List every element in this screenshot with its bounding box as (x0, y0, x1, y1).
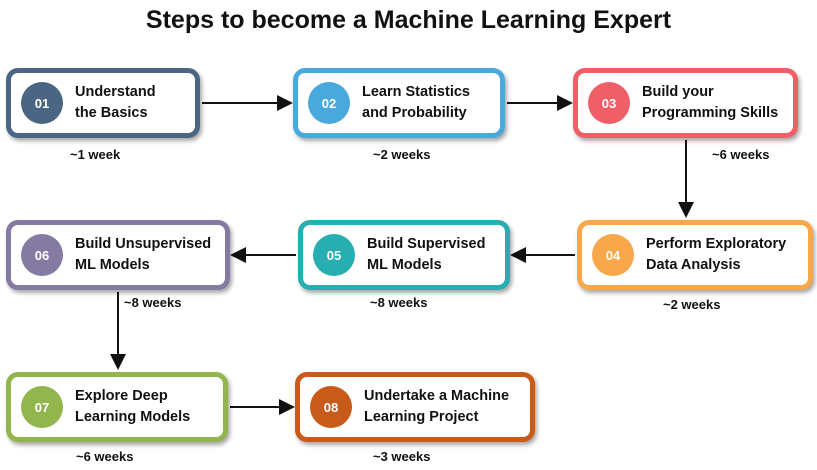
step-number-badge: 06 (21, 234, 63, 276)
step-label-line1: Build Supervised (367, 236, 486, 252)
step-label: Learn Statistics and Probability (362, 82, 470, 124)
step-number-badge: 03 (588, 82, 630, 124)
step-box-06: 06 Build Unsupervised ML Models (6, 220, 230, 290)
step-duration: ~2 weeks (663, 297, 721, 312)
step-label-line2: Data Analysis (646, 257, 741, 273)
step-label: Build Supervised ML Models (367, 234, 485, 276)
step-duration: ~1 week (70, 147, 121, 162)
step-duration: ~3 weeks (373, 449, 431, 464)
step-duration: ~8 weeks (370, 295, 428, 310)
step-number-badge: 05 (313, 234, 355, 276)
diagram-title: Steps to become a Machine Learning Exper… (145, 6, 672, 34)
step-label-line2: the Basics (75, 105, 148, 121)
step-duration: ~6 weeks (712, 147, 770, 162)
step-label-line2: ML Models (75, 257, 150, 273)
step-label: Build Unsupervised ML Models (75, 234, 211, 276)
step-number-badge: 01 (21, 82, 63, 124)
step-label-line2: and Probability (362, 105, 467, 121)
step-label-line1: Build your (642, 84, 714, 100)
step-box-05: 05 Build Supervised ML Models (298, 220, 510, 290)
step-duration: ~8 weeks (124, 295, 182, 310)
step-number-badge: 04 (592, 234, 634, 276)
step-label-line2: Learning Models (75, 409, 191, 425)
step-number-badge: 02 (308, 82, 350, 124)
step-label-line1: Undertake a Machine (364, 388, 510, 404)
step-label-line1: Perform Exploratory (646, 236, 787, 252)
step-label-line1: Build Unsupervised (75, 236, 212, 252)
step-box-01: 01 Understand the Basics (6, 68, 200, 138)
step-number-badge: 07 (21, 386, 63, 428)
step-box-02: 02 Learn Statistics and Probability (293, 68, 505, 138)
step-label: Understand the Basics (75, 82, 156, 124)
step-number-badge: 08 (310, 386, 352, 428)
step-label-line1: Explore Deep (75, 388, 168, 404)
step-duration: ~2 weeks (373, 147, 431, 162)
step-label-line2: Learning Project (364, 409, 479, 425)
step-label-line1: Understand (75, 84, 156, 100)
step-label-line1: Learn Statistics (362, 84, 470, 100)
step-label-line2: Programming Skills (642, 105, 779, 121)
step-label-line2: ML Models (367, 257, 442, 273)
step-duration: ~6 weeks (76, 449, 134, 464)
